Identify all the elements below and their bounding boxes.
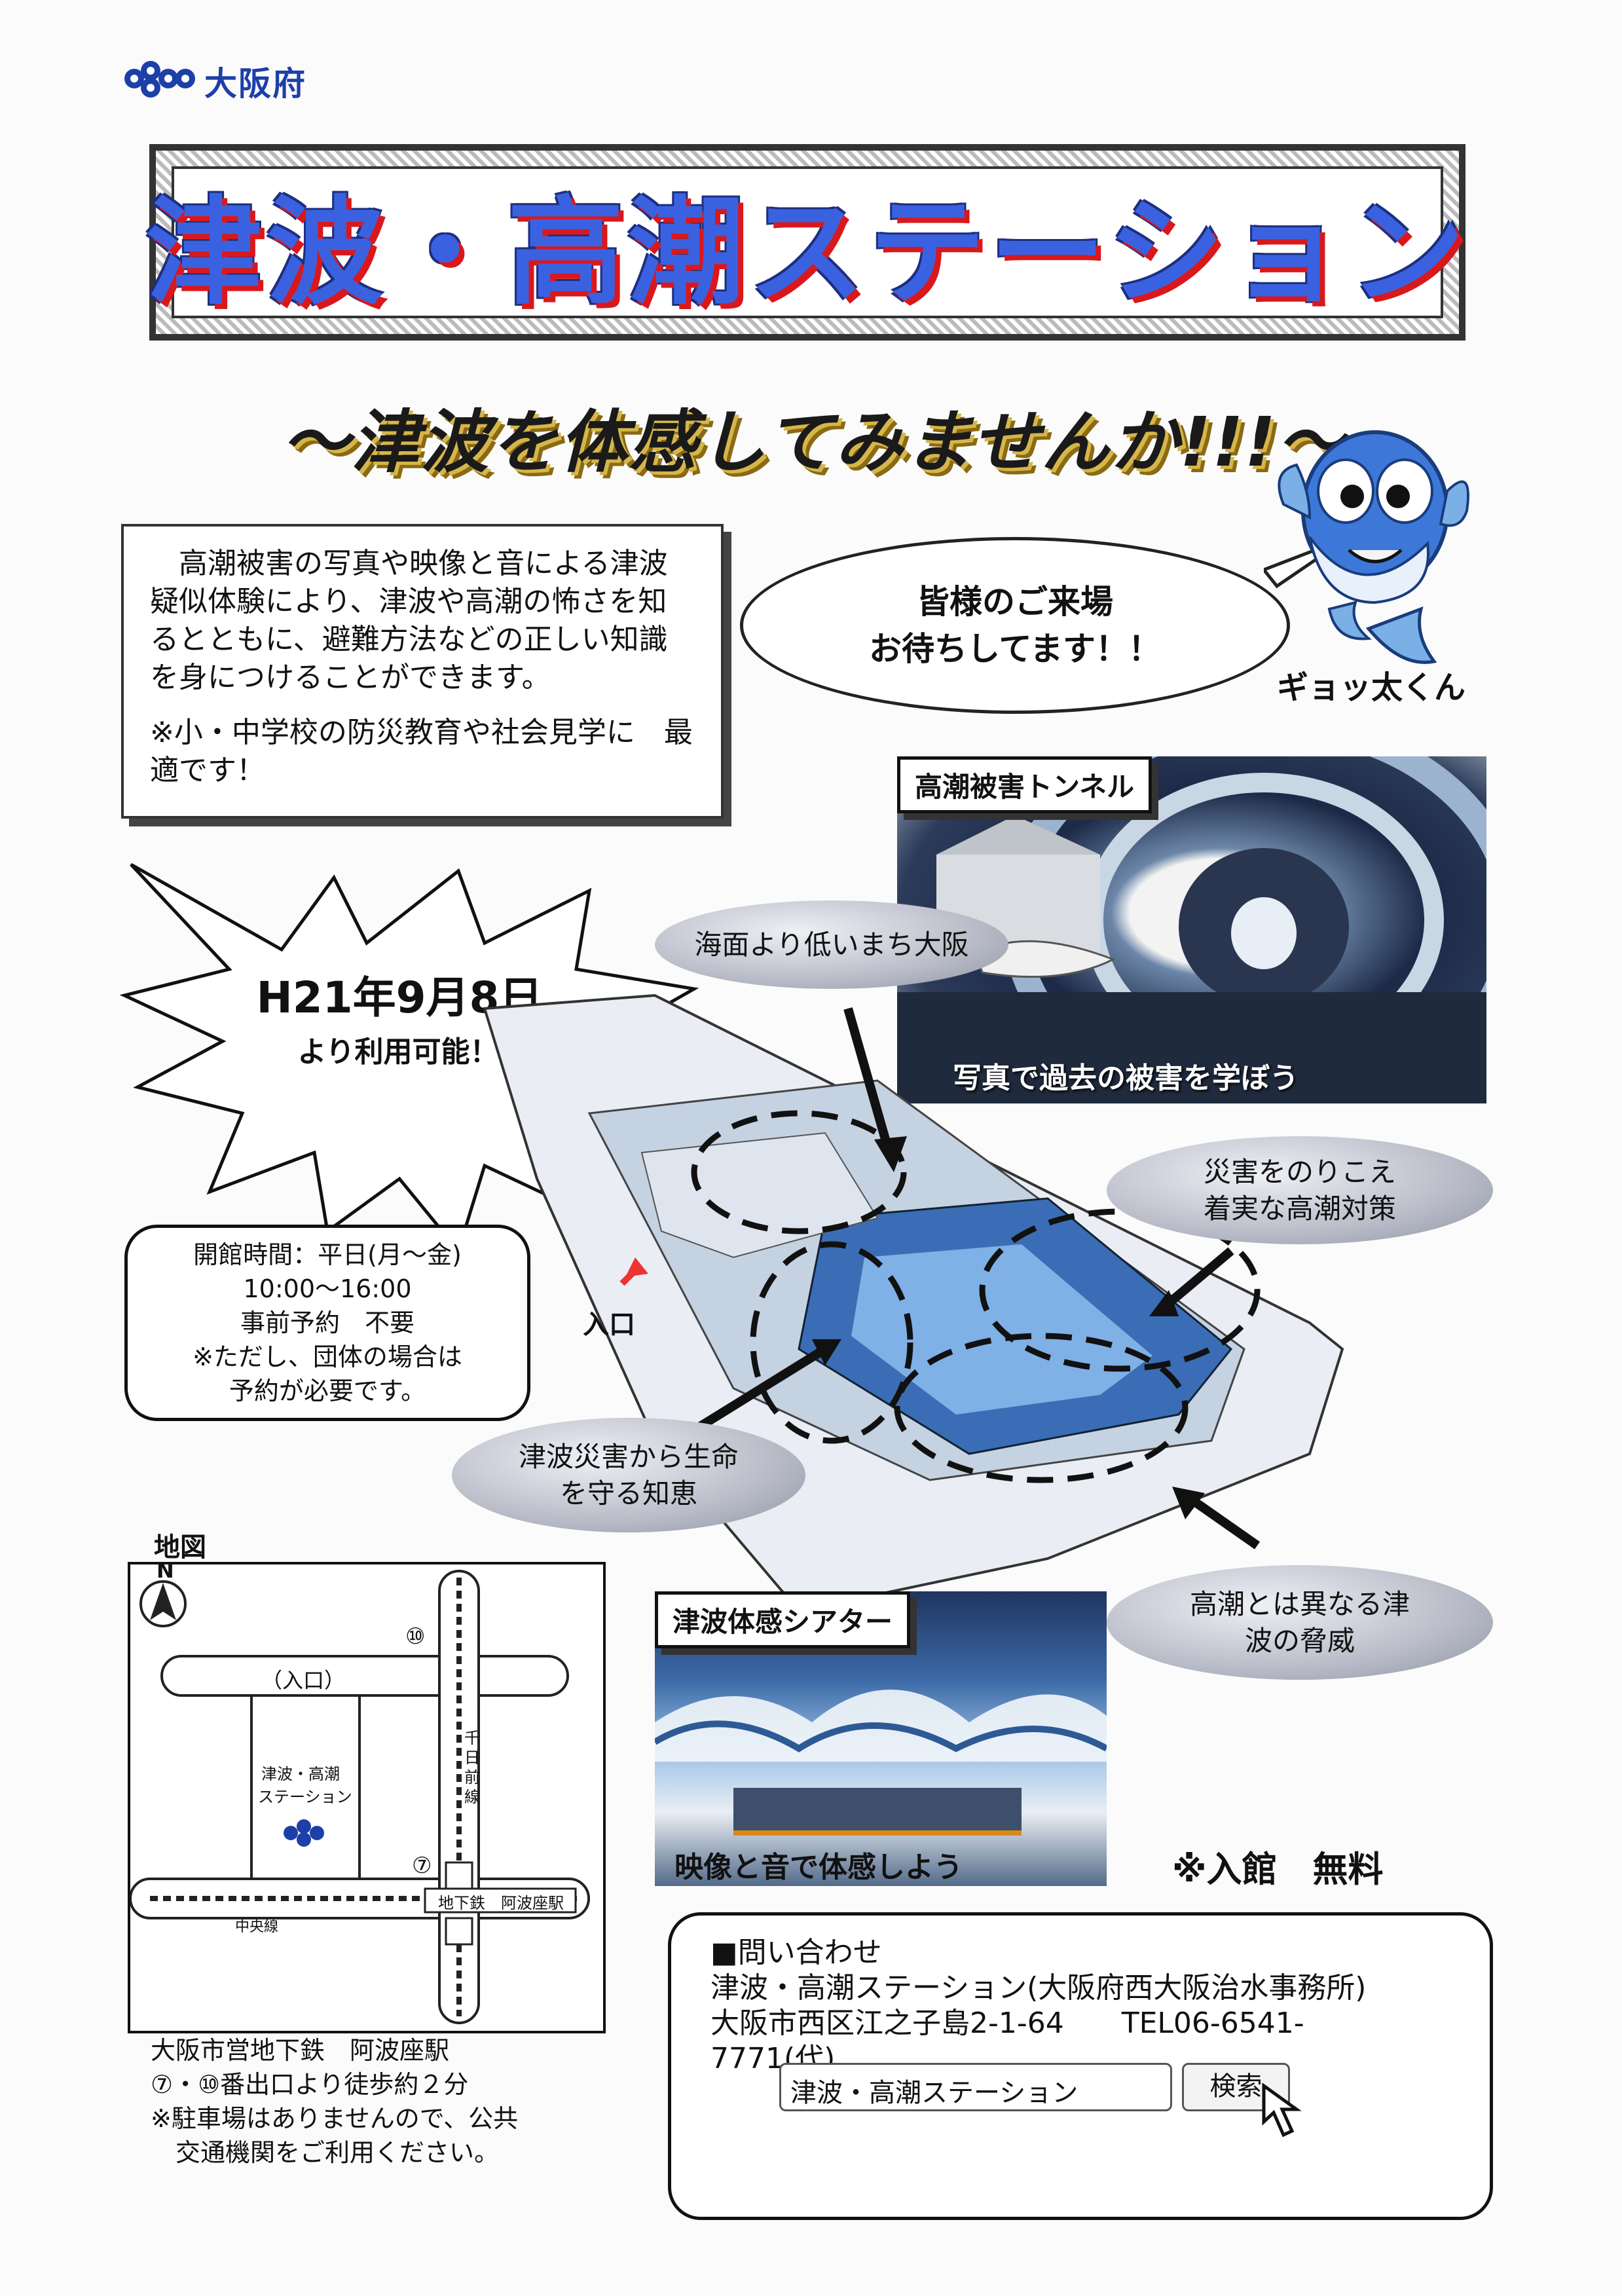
theater-photo: 津波体感シアター 映像と音で体感しよう (655, 1591, 1107, 1886)
map-station-line-2: ステーション (258, 1788, 352, 1806)
tunnel-illustration-icon (897, 756, 1486, 1103)
mouse-cursor-icon (1262, 2083, 1302, 2138)
osaka-prefecture-logo-icon (124, 61, 195, 98)
map-note-line-1: 大阪市営地下鉄 阿波座駅 (151, 2036, 450, 2065)
subtitle: ～津波を体感してみませんか!!!～ (282, 402, 1347, 482)
callout-wisdom: 津波災害から生命 を守る知恵 (452, 1418, 805, 1532)
map-entrance-label: （入口） (261, 1668, 346, 1693)
intro-box: 高潮被害の写真や映像と音による津波疑似体験により、津波や高潮の怖さを知るとともに… (121, 524, 724, 819)
contact-heading: ■問い合わせ (710, 1936, 882, 1969)
callout-overcome: 災害をのりこえ 着実な高潮対策 (1107, 1136, 1493, 1244)
tunnel-photo: 高潮被害トンネル 写真で過去の被害を学ぼう (897, 756, 1486, 1103)
title-inner: 津波・高潮ステーション (146, 166, 1465, 320)
theater-illustration-icon (655, 1690, 1107, 1836)
hours-line-2: 10:00～16:00 (243, 1274, 412, 1303)
organization-name: 大阪府 (204, 65, 306, 103)
map-roads-icon (130, 1570, 590, 2024)
theater-label: 津波体感シアター (655, 1591, 911, 1648)
callout-wisdom-line-2: を守る知恵 (559, 1477, 697, 1509)
map-sennichimae-line: 千日前線 (464, 1729, 480, 1806)
callout-low-city: 海面より低いまち大阪 (655, 900, 1008, 989)
contact-line-2: 大阪市西区江之子島2-1-64 TEL06-6541- (710, 2007, 1304, 2040)
access-map: N （入口） 津波・高潮 ステーション ⑩ ⑦ 千日前線 中央線 地下鉄 阿波座… (128, 1558, 606, 2033)
map-note-line-3: ※駐車場はありませんので、公共 (151, 2104, 519, 2133)
page-title: 津波・高潮ステーション (145, 184, 1469, 320)
hours-line-1: 開館時間：平日(月～金) (193, 1240, 462, 1269)
speech-bubble: 皆様のご来場 お待ちしてます！！ (740, 537, 1290, 714)
map-exit-10: ⑩ (405, 1623, 426, 1650)
theater-caption: 映像と音で体感しよう (674, 1851, 963, 1884)
map-notes: 大阪市営地下鉄 阿波座駅 ⑦・⑩番出口より徒歩約２分 ※駐車場はありませんので、… (151, 2033, 518, 2170)
map-north-label: N (157, 1558, 174, 1583)
opening-available: より利用可能！！ (297, 1035, 528, 1069)
map-chuo-line: 中央線 (235, 1919, 279, 1935)
speech-line-2: お待ちしてます！！ (869, 630, 1161, 668)
hours-line-5: 予約が必要です。 (229, 1377, 426, 1405)
callout-threat-line-1: 高潮とは異なる津 (1189, 1587, 1410, 1620)
hours-line-3: 事前予約 不要 (240, 1308, 415, 1337)
callout-overcome-line-2: 着実な高潮対策 (1203, 1192, 1396, 1225)
contact-line-1: 津波・高潮ステーション(大阪府西大阪治水事務所) (710, 1971, 1367, 2005)
mascot-name: ギョッ太くん (1277, 669, 1466, 706)
tunnel-caption: 写真で過去の被害を学ぼう (953, 1062, 1299, 1095)
callout-low-city-text: 海面より低いまち大阪 (694, 928, 969, 961)
intro-paragraph: 高潮被害の写真や映像と音による津波疑似体験により、津波や高潮の怖さを知るとともに… (150, 547, 668, 694)
map-station-line-1: 津波・高潮 (261, 1765, 340, 1783)
intro-note: ※小・中学校の防災教育や社会見学に 最適です！ (150, 716, 693, 787)
map-note-line-4: 交通機関をご利用ください。 (151, 2138, 500, 2167)
callout-threat: 高潮とは異なる津 波の脅威 (1107, 1565, 1493, 1680)
map-title: 地図 (154, 1532, 206, 1563)
entrance-label: 入口 (583, 1310, 635, 1340)
hours-line-4: ※ただし、団体の場合は (193, 1342, 462, 1371)
admission-free: ※入館 無料 (1172, 1849, 1384, 1890)
map-note-line-2: ⑦・⑩番出口より徒歩約２分 (151, 2070, 469, 2099)
map-awaza-station: 地下鉄 阿波座駅 (438, 1894, 564, 1912)
callout-overcome-line-1: 災害をのりこえ (1203, 1155, 1396, 1188)
title-banner: 津波・高潮ステーション (146, 144, 1465, 341)
opening-hours-box: 開館時間：平日(月～金) 10:00～16:00 事前予約 不要 ※ただし、団体… (124, 1225, 530, 1421)
search-input[interactable]: 津波・高潮ステーション (779, 2063, 1172, 2111)
fish-mascot-icon (1278, 430, 1469, 664)
callout-wisdom-line-1: 津波災害から生命 (518, 1440, 739, 1473)
contact-box: ■問い合わせ 津波・高潮ステーション(大阪府西大阪治水事務所) 大阪市西区江之子… (668, 1912, 1493, 2220)
speech-line-1: 皆様のご来場 (917, 583, 1113, 621)
callout-threat-line-2: 波の脅威 (1244, 1624, 1355, 1657)
map-exit-7: ⑦ (412, 1853, 432, 1879)
tunnel-label: 高潮被害トンネル (897, 756, 1152, 813)
